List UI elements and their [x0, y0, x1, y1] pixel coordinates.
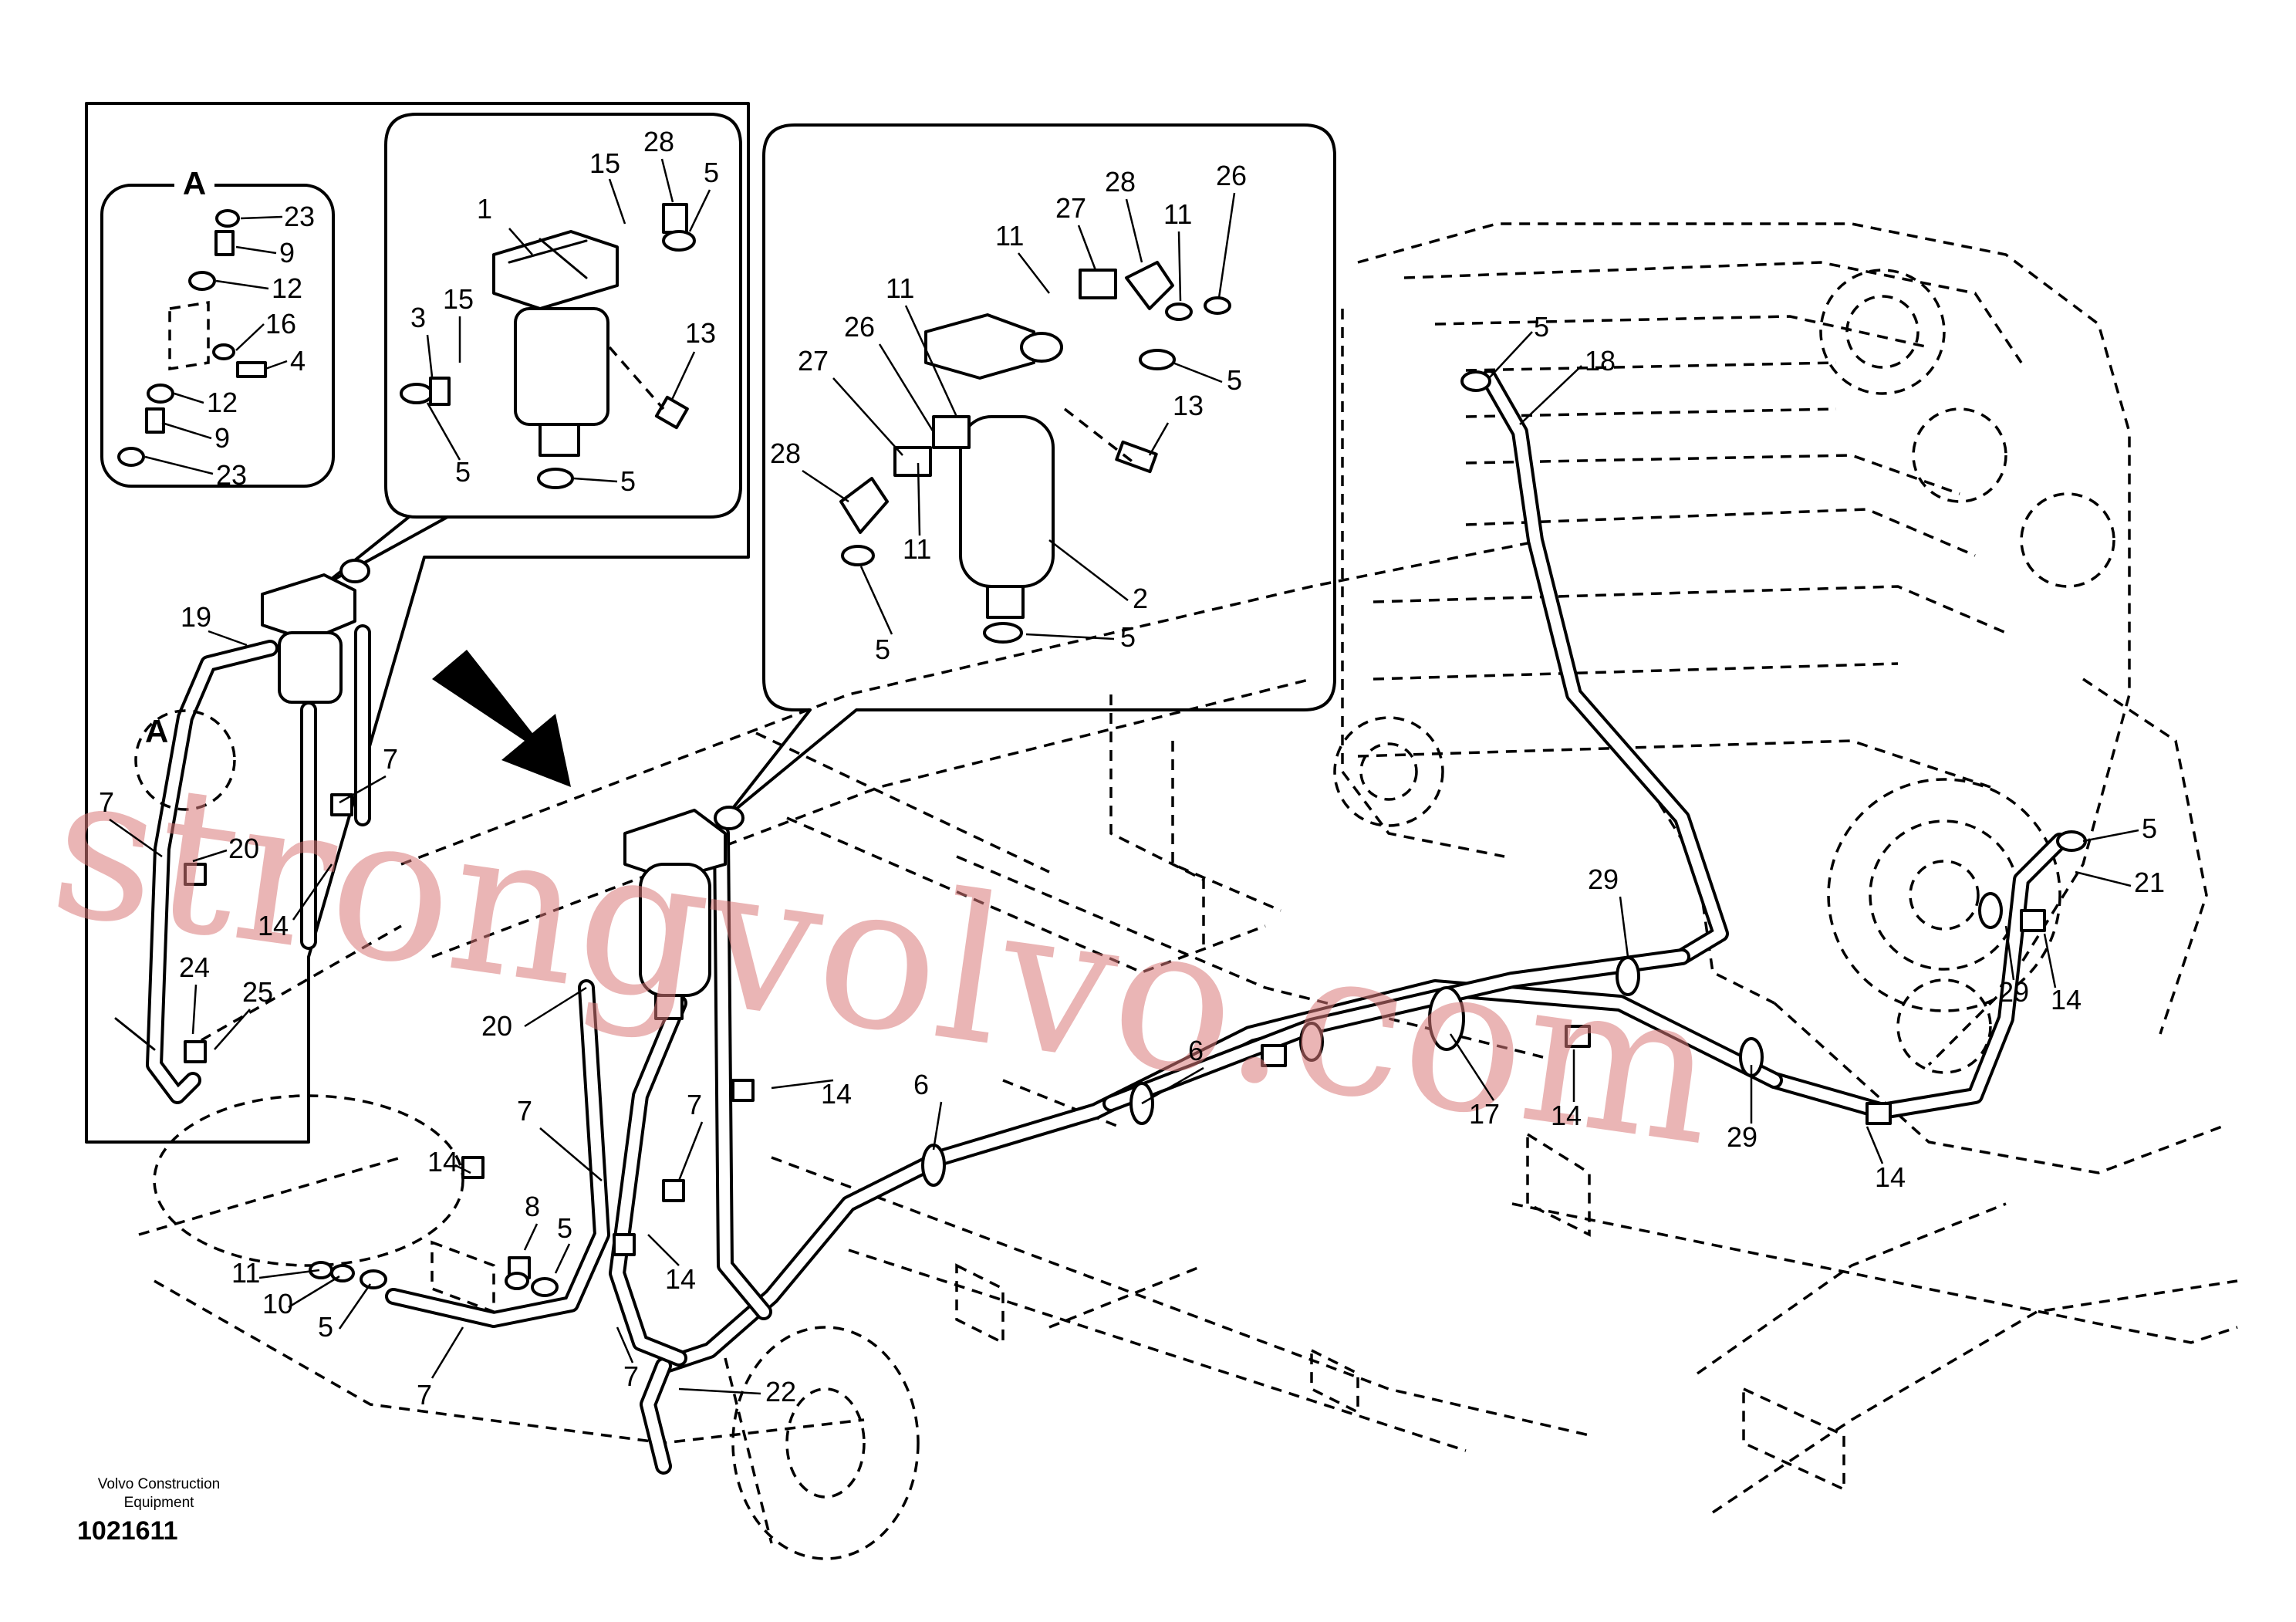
- main-hoses: [385, 370, 2068, 1475]
- callout: 5: [455, 456, 471, 488]
- callout: 29: [1588, 863, 1619, 895]
- callout: 23: [284, 201, 315, 232]
- callout: A: [145, 713, 168, 749]
- callouts: 23 9 12 16 4 12 9 23 1 15 28 5 3 15 13 5…: [99, 126, 2165, 1411]
- callout: 28: [1105, 166, 1136, 198]
- brand-line: Equipment: [123, 1495, 194, 1511]
- callout: 29: [1727, 1121, 1757, 1153]
- callout: 28: [643, 126, 674, 157]
- callout: 7: [687, 1089, 702, 1120]
- callout: 7: [383, 743, 398, 775]
- callout: 24: [179, 951, 210, 983]
- callout: 26: [1216, 160, 1247, 191]
- callout: 3: [410, 302, 426, 333]
- callout: 11: [886, 272, 914, 304]
- callout: 2: [1133, 583, 1148, 614]
- callout: 5: [2142, 813, 2157, 844]
- callout: 15: [589, 147, 620, 179]
- callout: 9: [214, 422, 230, 454]
- callout: 11: [1163, 198, 1192, 230]
- callout: 13: [1173, 390, 1204, 421]
- callout: 21: [2134, 867, 2165, 898]
- callout: 28: [770, 438, 801, 469]
- callout: 14: [821, 1078, 852, 1110]
- left-panel-hoses: [114, 559, 371, 1104]
- callout: 8: [525, 1191, 540, 1222]
- brand-line: Volvo Construction: [97, 1476, 221, 1492]
- callout: 7: [517, 1095, 532, 1127]
- callout: 16: [265, 308, 296, 340]
- callout: 17: [1469, 1098, 1500, 1130]
- callout: 6: [913, 1069, 929, 1100]
- callout: 5: [557, 1212, 572, 1244]
- callout: 14: [258, 910, 289, 941]
- callout: 6: [1188, 1035, 1204, 1066]
- callout: 11: [995, 220, 1024, 252]
- callout: 13: [685, 317, 716, 349]
- callout: 7: [99, 786, 114, 818]
- callout: 1: [477, 193, 492, 225]
- callout: 25: [242, 976, 273, 1008]
- callout: 15: [443, 283, 474, 315]
- callout: 23: [216, 459, 247, 491]
- brand-label: Volvo Construction Equipment: [74, 1475, 244, 1512]
- callout: 29: [1998, 976, 2029, 1008]
- callout: 26: [844, 311, 875, 343]
- callout: 5: [318, 1311, 333, 1343]
- callout: 14: [2051, 984, 2082, 1015]
- main-filter: [623, 806, 745, 1020]
- callout: 5: [1120, 621, 1136, 653]
- callout: 5: [620, 465, 636, 497]
- callout: 11: [903, 533, 931, 565]
- callout: 7: [623, 1360, 639, 1392]
- clamps: [309, 370, 2087, 1297]
- callout: 14: [427, 1146, 458, 1178]
- callout: 19: [181, 601, 211, 633]
- callout: 7: [417, 1379, 432, 1411]
- callout: 5: [875, 634, 890, 665]
- callout: 10: [262, 1288, 293, 1320]
- callout: 20: [228, 833, 259, 864]
- callout: 22: [765, 1376, 796, 1407]
- svg-text:A: A: [183, 165, 206, 201]
- inset-c: [724, 123, 1336, 819]
- callout: 9: [279, 237, 295, 269]
- callout: 5: [704, 157, 719, 188]
- callout: 4: [290, 345, 306, 377]
- callout: 14: [1875, 1161, 1906, 1193]
- callout: 5: [1534, 311, 1549, 343]
- callout: 12: [207, 387, 238, 418]
- callout: 5: [1227, 364, 1242, 396]
- callout: 18: [1585, 345, 1616, 377]
- callout: 11: [231, 1257, 260, 1289]
- callout: 27: [798, 345, 829, 377]
- callout: 14: [1551, 1100, 1582, 1131]
- callout: 14: [665, 1263, 696, 1295]
- inset-b: [322, 113, 742, 586]
- callout: 12: [272, 272, 302, 304]
- direction-arrow: [432, 650, 571, 787]
- callout: 27: [1055, 192, 1086, 224]
- inset-a: A: [100, 165, 335, 488]
- reference-number: 1021611: [77, 1516, 178, 1546]
- callout: 20: [481, 1010, 512, 1042]
